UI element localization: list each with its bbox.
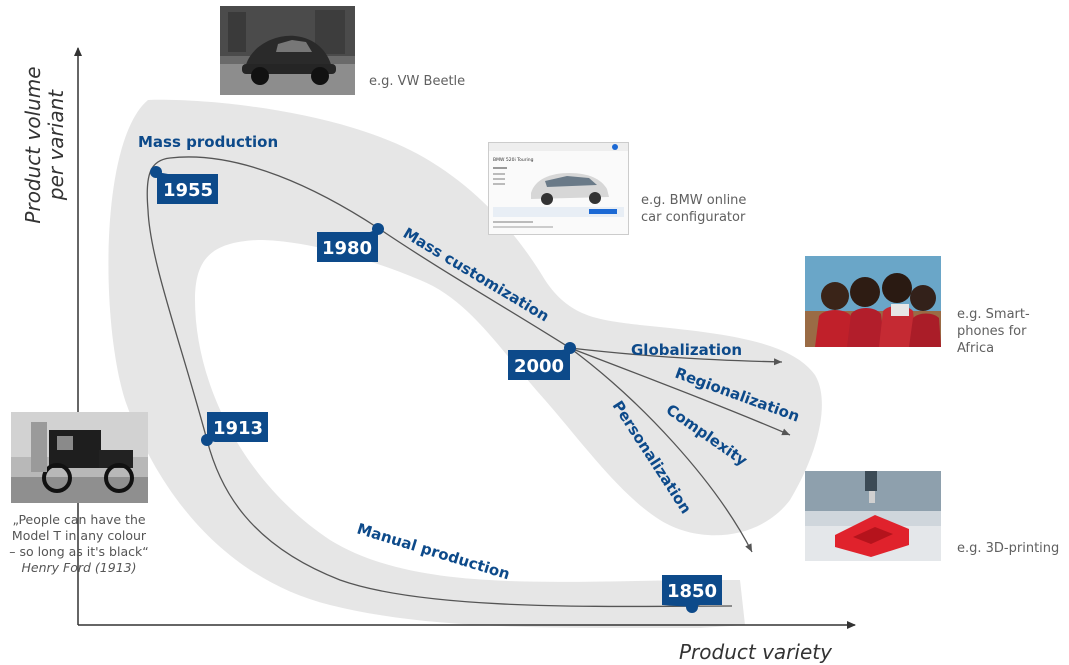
x-axis-title: Product variety (679, 640, 833, 664)
branch-personalization (569, 347, 753, 553)
year-label-1913: 1913 (213, 418, 263, 439)
bmw-caption-line2: car configurator (641, 210, 746, 225)
year-box-1913: 1913 (207, 412, 268, 442)
africa-caption-line2: phones for (957, 324, 1027, 339)
year-box-1955: 1955 (157, 172, 218, 204)
quote-line1: „People can have the (12, 512, 146, 527)
quote-author: Henry Ford (1913) (21, 560, 137, 575)
africa-caption-line1: e.g. Smart- (957, 307, 1030, 322)
africa-caption-line3: Africa (957, 341, 995, 356)
bmw-caption: e.g. BMW online car configurator (641, 192, 746, 226)
y-axis-title-line2: per variant (44, 89, 68, 201)
quote-line2: Model T in any colour (11, 528, 147, 543)
year-label-1980: 1980 (322, 238, 372, 259)
branch-globalization (569, 347, 783, 366)
year-label-2000: 2000 (514, 356, 564, 377)
label-globalization: Globalization (631, 341, 742, 359)
branch-regionalization (569, 347, 791, 436)
year-box-1850: 1850 (662, 575, 722, 607)
year-box-2000: 2000 (508, 348, 570, 380)
year-label-1850: 1850 (667, 581, 717, 602)
henry-ford-quote: „People can have the Model T in any colo… (4, 512, 154, 576)
africa-smartphone-photo (805, 256, 941, 347)
y-axis-title-line1: Product volume (21, 66, 45, 223)
bmw-configurator-screenshot: BMW 520i Touring (488, 142, 629, 235)
vw-beetle-photo (220, 6, 355, 95)
background-band (108, 99, 822, 629)
africa-caption: e.g. Smart- phones for Africa (957, 306, 1030, 357)
bmw-screen-title: BMW 520i Touring (493, 157, 534, 163)
model-t-photo (11, 412, 148, 503)
3d-printing-photo (805, 471, 941, 561)
label-mass-production: Mass production (138, 133, 278, 151)
year-label-1955: 1955 (163, 180, 213, 201)
year-box-1980: 1980 (317, 229, 378, 262)
bmw-caption-line1: e.g. BMW online (641, 193, 747, 208)
3d-printing-caption: e.g. 3D-printing (957, 541, 1060, 556)
vw-caption: e.g. VW Beetle (369, 74, 466, 89)
quote-line3: – so long as it's black“ (9, 544, 149, 559)
